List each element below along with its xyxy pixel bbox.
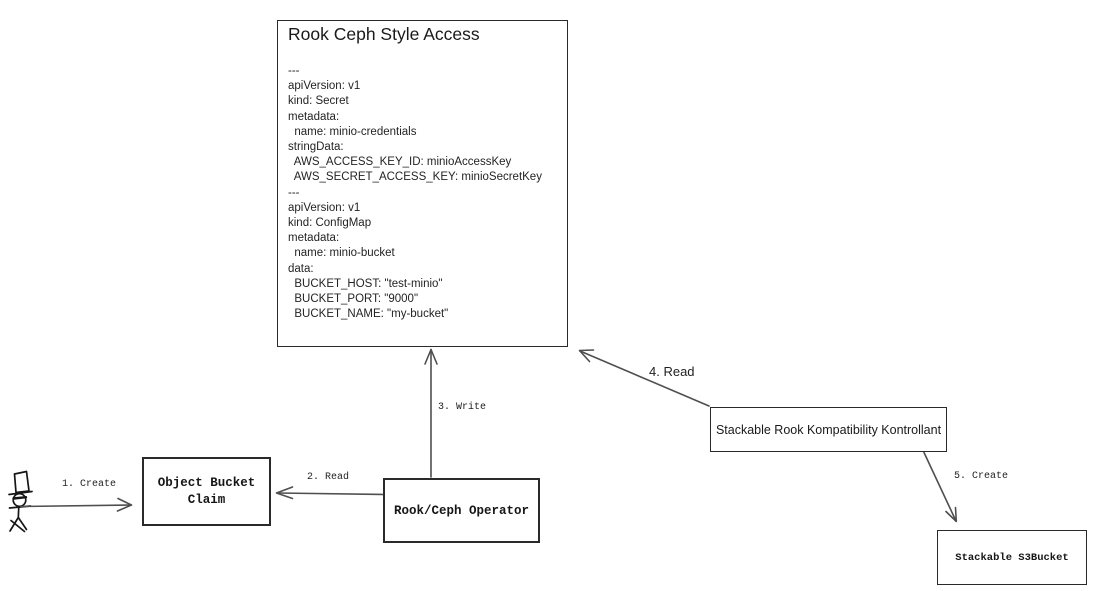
arrow-5-create bbox=[923, 451, 958, 523]
arrow-label-2-read: 2. Read bbox=[307, 472, 350, 483]
stackable-kontrollant-box: Stackable Rook Kompatibility Kontrollant bbox=[710, 407, 947, 452]
arrow-label-4-read: 4. Read bbox=[649, 364, 695, 379]
stackable-s3bucket-label: Stackable S3Bucket bbox=[955, 551, 1069, 564]
stick-figure-user-icon bbox=[8, 470, 33, 533]
stackable-s3bucket-box: Stackable S3Bucket bbox=[937, 530, 1087, 585]
arrow-label-3-write: 3. Write bbox=[438, 402, 487, 413]
object-bucket-claim-box: Object Bucket Claim bbox=[142, 457, 271, 526]
main-box-title: Rook Ceph Style Access bbox=[288, 24, 480, 44]
stackable-kontrollant-label: Stackable Rook Kompatibility Kontrollant bbox=[715, 422, 942, 437]
yaml-manifest-text: --- apiVersion: v1 kind: Secret metadata… bbox=[288, 65, 542, 321]
arrow-1-create bbox=[20, 497, 133, 512]
arrow-3-write bbox=[424, 348, 438, 478]
arrow-label-5-create: 5. Create bbox=[954, 471, 1009, 482]
arrow-4-read bbox=[578, 349, 710, 407]
rook-ceph-operator-box: Rook/Ceph Operator bbox=[383, 478, 540, 543]
arrow-2-read bbox=[275, 486, 384, 500]
arrow-label-1-create: 1. Create bbox=[62, 479, 117, 490]
rook-ceph-style-access-box: Rook Ceph Style Access --- apiVersion: v… bbox=[277, 20, 568, 347]
rook-ceph-operator-label: Rook/Ceph Operator bbox=[393, 503, 530, 518]
object-bucket-claim-label: Object Bucket Claim bbox=[157, 475, 256, 507]
